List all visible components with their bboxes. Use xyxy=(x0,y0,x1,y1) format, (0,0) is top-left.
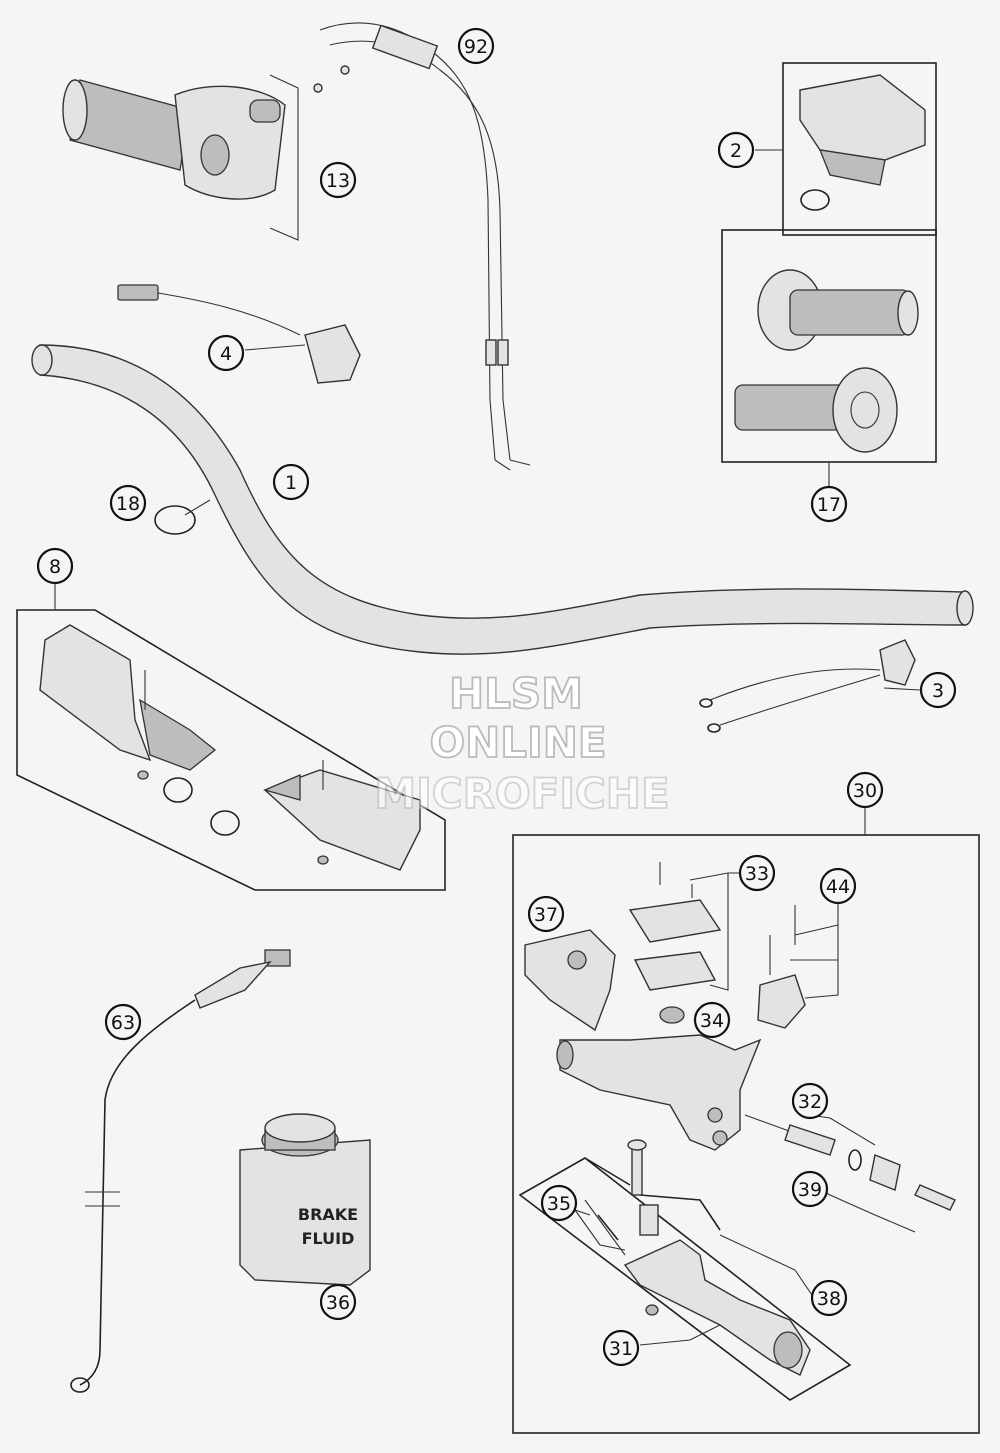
svg-text:32: 32 xyxy=(798,1091,822,1113)
leader-lines xyxy=(244,149,921,1346)
frame-30 xyxy=(512,834,980,1434)
svg-text:38: 38 xyxy=(817,1288,841,1310)
callout-2: 2 xyxy=(717,131,755,169)
svg-text:92: 92 xyxy=(464,36,488,58)
svg-text:MICROFICHE: MICROFICHE xyxy=(374,769,669,818)
svg-text:4: 4 xyxy=(220,343,232,365)
master-cylinder xyxy=(518,862,956,1401)
callout-33: 33 xyxy=(738,854,776,892)
svg-text:18: 18 xyxy=(116,493,140,515)
handlebar xyxy=(31,344,974,655)
callout-36: 36 xyxy=(319,1283,357,1321)
svg-text:36: 36 xyxy=(326,1292,350,1314)
svg-text:13: 13 xyxy=(326,170,350,192)
brake-fluid-can: BRAKE FLUID xyxy=(239,1113,371,1286)
svg-text:30: 30 xyxy=(853,780,877,802)
throttle-grip xyxy=(62,79,286,200)
svg-text:HLSM: HLSM xyxy=(449,669,583,718)
brake-line-63 xyxy=(70,949,291,1393)
callout-34: 34 xyxy=(693,1001,731,1039)
frame-8 xyxy=(16,609,446,891)
can-label-line2: FLUID xyxy=(302,1229,355,1248)
svg-text:31: 31 xyxy=(609,1338,633,1360)
switch-4 xyxy=(117,284,361,384)
can-label-line1: BRAKE xyxy=(298,1205,358,1224)
callout-92: 92 xyxy=(457,27,495,65)
watermark: HLSM ONLINE MICROFICHE xyxy=(373,668,670,819)
svg-text:63: 63 xyxy=(111,1012,135,1034)
svg-text:39: 39 xyxy=(798,1179,822,1201)
callout-32: 32 xyxy=(791,1082,829,1120)
svg-text:44: 44 xyxy=(826,876,850,898)
callout-63: 63 xyxy=(104,1003,142,1041)
callout-18: 18 xyxy=(109,484,147,522)
callout-8: 8 xyxy=(36,547,74,585)
callout-39: 39 xyxy=(791,1170,829,1208)
callout-13: 13 xyxy=(319,161,357,199)
callout-17: 17 xyxy=(810,485,848,523)
callout-38: 38 xyxy=(810,1279,848,1317)
callout-37: 37 xyxy=(527,895,565,933)
frame-38 xyxy=(518,1157,852,1401)
throttle-cables xyxy=(313,22,531,471)
svg-text:37: 37 xyxy=(534,904,558,926)
grips-17 xyxy=(734,269,919,453)
bracket-13 xyxy=(269,74,299,241)
handguards-8 xyxy=(39,624,421,871)
svg-text:35: 35 xyxy=(547,1193,571,1215)
svg-text:ONLINE: ONLINE xyxy=(429,718,606,767)
callout-1: 1 xyxy=(272,463,310,501)
svg-text:17: 17 xyxy=(817,494,841,516)
callout-44: 44 xyxy=(819,867,857,905)
cable-tie-18 xyxy=(154,499,211,535)
callout-3: 3 xyxy=(919,671,957,709)
svg-text:1: 1 xyxy=(285,472,297,494)
callout-4: 4 xyxy=(207,334,245,372)
svg-text:33: 33 xyxy=(745,863,769,885)
switch-cover-2 xyxy=(799,74,926,211)
callout-35: 35 xyxy=(540,1184,578,1222)
switch-3 xyxy=(699,639,916,733)
svg-text:2: 2 xyxy=(730,140,742,162)
frame-2 xyxy=(782,62,937,236)
callout-30: 30 xyxy=(846,771,884,809)
svg-text:8: 8 xyxy=(49,556,61,578)
svg-text:34: 34 xyxy=(700,1010,724,1032)
callout-31: 31 xyxy=(602,1329,640,1367)
svg-text:3: 3 xyxy=(932,680,944,702)
